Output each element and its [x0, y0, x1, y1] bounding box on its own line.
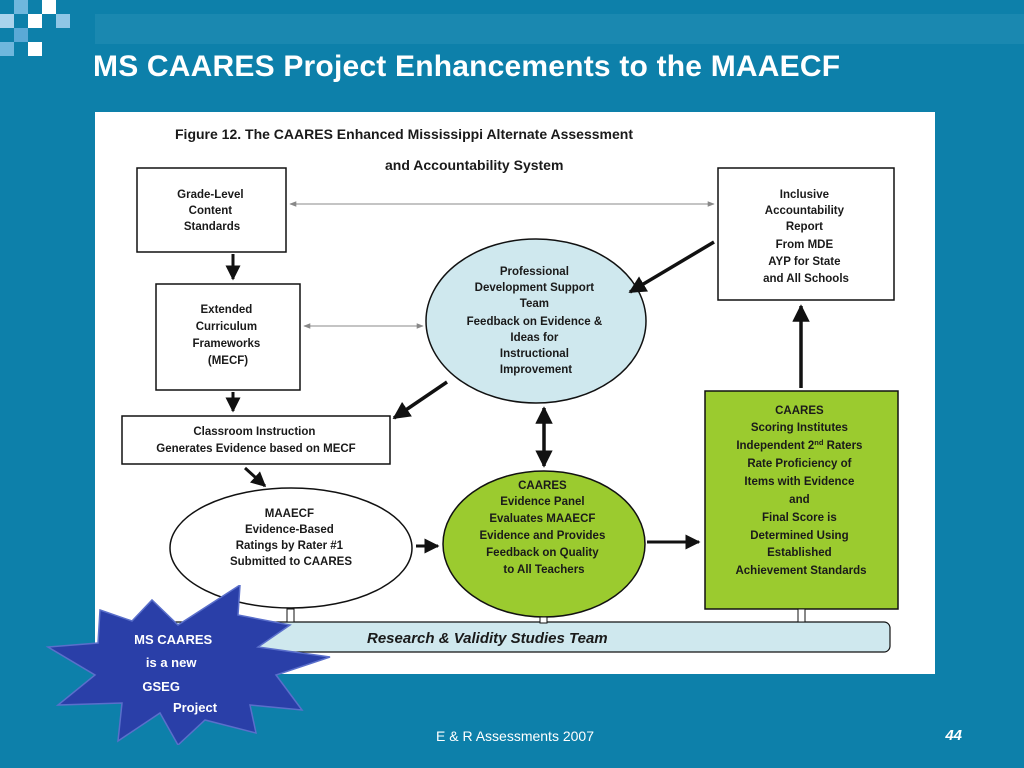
extended-curriculum-text: Extended Curriculum Frameworks (MECF)	[193, 304, 264, 367]
figure-panel: Figure 12. The CAARES Enhanced Mississip…	[95, 112, 935, 674]
starburst-shape	[45, 585, 331, 745]
evidence-panel-ellipse	[442, 470, 646, 618]
scoring-institutes-box	[704, 390, 899, 610]
flow-diagram: Figure 12. The CAARES Enhanced Mississip…	[121, 126, 899, 653]
bar-connector	[286, 608, 295, 623]
grade-level-box	[136, 167, 287, 253]
professional-development-text: Professional Development Support Team Fe…	[467, 266, 606, 376]
header-band	[95, 14, 1024, 44]
arrow-classroom-to-maaecf	[243, 466, 267, 488]
maaecf-text: MAAECF Evidence-Based Ratings by Rater #…	[230, 508, 352, 568]
figure-title-line2: and Accountability System	[385, 157, 563, 173]
extended-curriculum-box	[155, 283, 301, 391]
footer-text: E & R Assessments 2007	[436, 728, 594, 744]
scoring-institutes-text: CAARES Scoring Institutes Independent 2n…	[735, 405, 866, 577]
bar-connector	[797, 608, 806, 623]
arrow-report-to-prof-dev	[628, 240, 715, 294]
research-validity-text: Research & Validity Studies Team	[367, 630, 608, 647]
page-number: 44	[945, 727, 962, 744]
classroom-instruction-box	[121, 415, 391, 465]
bar-connector	[539, 616, 548, 624]
arrow-prof-dev-to-classroom	[392, 380, 448, 420]
inclusive-report-box	[717, 167, 895, 301]
inclusive-report-text: Inclusive Accountability Report From MDE…	[763, 189, 849, 285]
maaecf-ellipse	[169, 487, 413, 609]
professional-development-ellipse	[425, 238, 647, 404]
figure-title-line1: Figure 12. The CAARES Enhanced Mississip…	[175, 126, 633, 142]
corner-squares-decoration	[0, 0, 70, 56]
grade-level-text: Grade-Level Content Standards	[177, 189, 247, 233]
callout-text: MS CAARES is a new GSEG Project	[134, 632, 218, 715]
evidence-panel-text: CAARES Evidence Panel Evaluates MAAECF E…	[479, 480, 608, 576]
slide-title: MS CAARES Project Enhancements to the MA…	[93, 50, 841, 83]
starburst-callout: MS CAARES is a new GSEG Project	[45, 585, 331, 745]
classroom-instruction-text: Classroom Instruction Generates Evidence…	[156, 426, 355, 455]
